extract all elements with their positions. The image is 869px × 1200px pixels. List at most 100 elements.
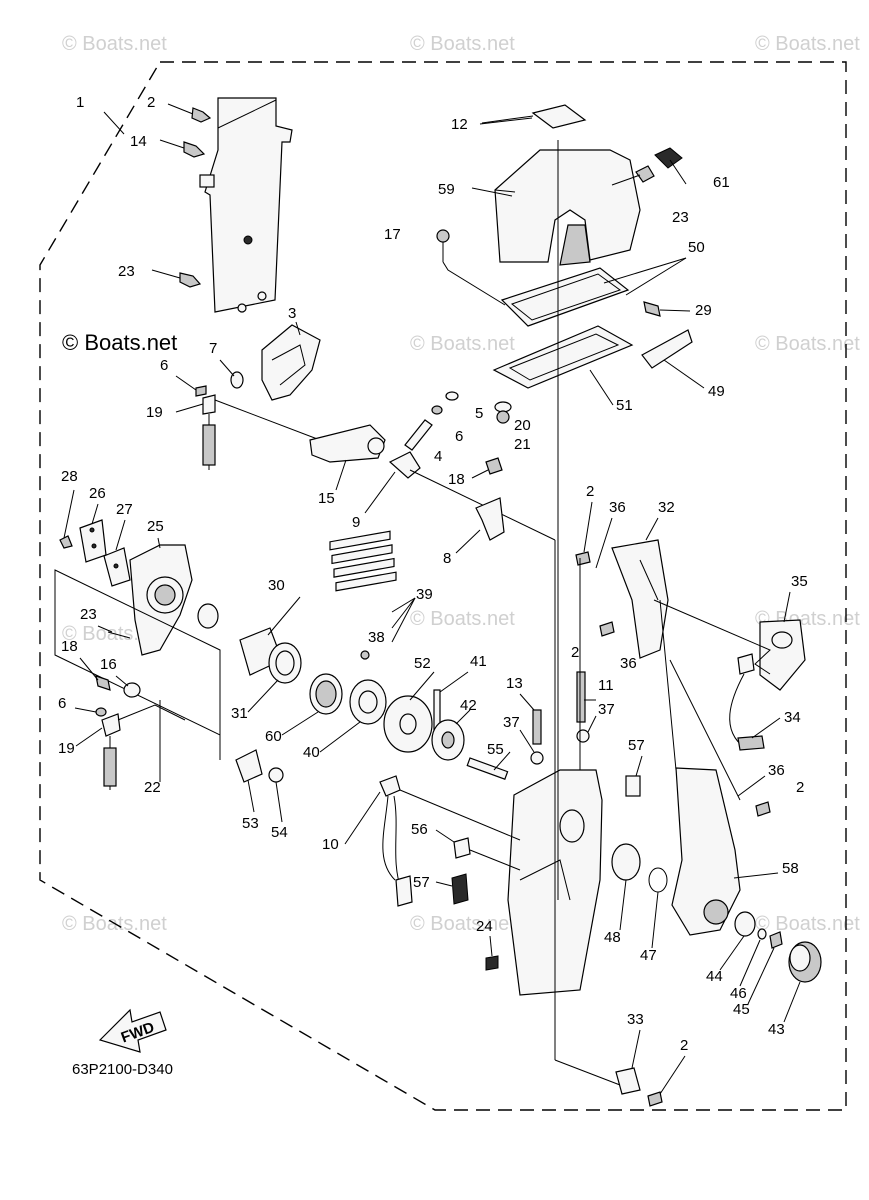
- callout-17: 17: [384, 226, 401, 243]
- callout-19: 19: [58, 740, 75, 757]
- callout-54: 54: [271, 824, 288, 841]
- callout-13: 13: [506, 675, 523, 692]
- knob-61: [654, 147, 683, 169]
- callout-60: 60: [265, 728, 282, 745]
- callout-27: 27: [116, 501, 133, 518]
- screw-17: [436, 229, 506, 306]
- watermark-faint: © Boats.net: [410, 333, 515, 355]
- callout-7: 7: [209, 340, 217, 357]
- clip-47: [648, 867, 668, 893]
- watermark-faint: © Boats.net: [755, 333, 860, 355]
- watermark-faint: © Boats.net: [755, 913, 860, 935]
- switch-19b: [101, 704, 186, 790]
- bolt-28: [59, 535, 73, 549]
- bushing-48: [611, 843, 641, 881]
- callout-1: 1: [76, 94, 84, 111]
- callout-45: 45: [733, 1001, 750, 1018]
- screw-29: [643, 301, 661, 317]
- plate-bolts: [151, 103, 212, 288]
- callout-8: 8: [443, 550, 451, 567]
- washer-46: [757, 928, 767, 940]
- harness-10: [379, 775, 413, 907]
- bolt-18a: [485, 457, 503, 475]
- callout-53: 53: [242, 815, 259, 832]
- callout-52: 52: [414, 655, 431, 672]
- callout-51: 51: [616, 397, 633, 414]
- callout-3: 3: [288, 305, 296, 322]
- pin-4: [404, 419, 433, 451]
- callout-40: 40: [303, 744, 320, 761]
- watermark-faint: © Boats.net: [410, 913, 515, 935]
- arm-58: [671, 767, 741, 936]
- cam-3: [261, 324, 321, 401]
- watermark-faint: © Boats.net: [755, 33, 860, 55]
- callout-37: 37: [503, 714, 520, 731]
- callout-6: 6: [160, 357, 168, 374]
- bolts-2-right: [575, 551, 771, 1107]
- gear-40: [349, 679, 387, 725]
- callout-4: 4: [434, 448, 442, 465]
- clip-6a: [195, 385, 207, 397]
- switch-19a: [202, 394, 321, 470]
- callout-44: 44: [706, 968, 723, 985]
- assembly-boundary: [39, 61, 847, 1111]
- diagram-code: 63P2100-D340: [72, 1061, 173, 1078]
- callout-26: 26: [89, 485, 106, 502]
- callout-2: 2: [796, 779, 804, 796]
- contact-53-54: [235, 749, 284, 783]
- mounting-plate-part: [103, 97, 293, 313]
- bracket-33: [615, 1067, 641, 1095]
- callout-36: 36: [768, 762, 785, 779]
- washer-5: [445, 391, 459, 401]
- callout-23: 23: [80, 606, 97, 623]
- clip-24: [485, 955, 499, 971]
- callout-12: 12: [451, 116, 468, 133]
- spring-13: [532, 709, 542, 745]
- fwd-arrow: FWD: [98, 1008, 167, 1053]
- disc-52: [383, 695, 433, 753]
- callout-15: 15: [318, 490, 335, 507]
- callout-10: 10: [322, 836, 339, 853]
- callout-20: 20: [514, 417, 531, 434]
- clip-6c: [95, 707, 107, 717]
- callout-11: 11: [598, 677, 614, 694]
- ring-31: [268, 642, 302, 684]
- callout-46: 46: [730, 985, 747, 1002]
- callout-36: 36: [620, 655, 637, 672]
- callout-41: 41: [470, 653, 487, 670]
- spring-11: [576, 671, 586, 723]
- callout-29: 29: [695, 302, 712, 319]
- gasket-50: [500, 267, 630, 327]
- callout-5: 5: [475, 405, 483, 422]
- clip-6b: [431, 405, 443, 415]
- washer-16: [123, 682, 141, 698]
- callout-28: 28: [61, 468, 78, 485]
- callout-22: 22: [144, 779, 161, 796]
- plug-56: [453, 837, 471, 859]
- callout-61: 61: [713, 174, 730, 191]
- spring-39: [329, 530, 397, 592]
- callout-24: 24: [476, 918, 493, 935]
- pad-57b: [451, 873, 469, 905]
- callout-2: 2: [586, 483, 594, 500]
- callout-23: 23: [672, 209, 689, 226]
- callout-56: 56: [411, 821, 428, 838]
- callout-31: 31: [231, 705, 248, 722]
- clip-49: [641, 329, 693, 369]
- callout-37: 37: [598, 701, 615, 718]
- callout-38: 38: [368, 629, 385, 646]
- callout-50: 50: [688, 239, 705, 256]
- callout-42: 42: [460, 697, 477, 714]
- bracket-8: [475, 497, 505, 541]
- plate-26: [79, 519, 107, 563]
- callout-18: 18: [61, 638, 78, 655]
- callout-58: 58: [782, 860, 799, 877]
- callout-48: 48: [604, 929, 621, 946]
- pin-23b: [107, 631, 131, 639]
- callout-6: 6: [455, 428, 463, 445]
- lever-32: [611, 539, 669, 659]
- knob-43: [788, 941, 822, 983]
- callout-19: 19: [146, 404, 163, 421]
